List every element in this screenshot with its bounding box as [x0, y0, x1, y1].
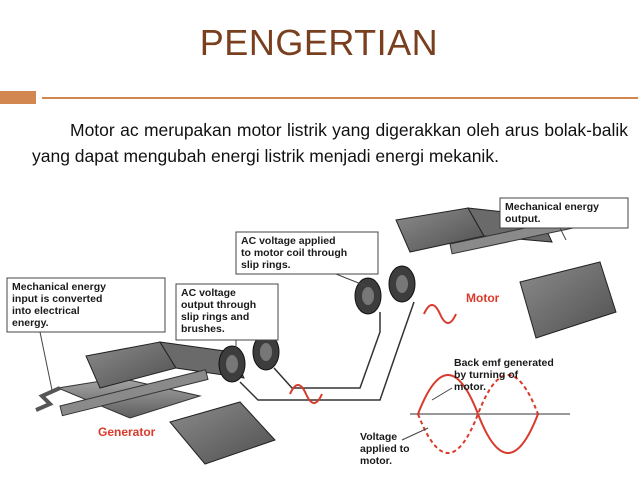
- svg-text:Mechanical energy: Mechanical energy: [12, 281, 106, 293]
- svg-text:input is converted: input is converted: [12, 293, 102, 305]
- back-emf-text-2: by turning of: [454, 369, 519, 381]
- callout-ac-output: AC voltage output through slip rings and…: [175, 283, 279, 350]
- accent-block: [0, 91, 36, 104]
- waveform-graph: [410, 374, 570, 454]
- svg-text:output through: output through: [181, 299, 256, 311]
- back-emf-text-1: Back emf generated: [454, 357, 554, 369]
- generator-ac-wave: [289, 384, 323, 404]
- svg-text:slip rings and: slip rings and: [181, 311, 249, 323]
- voltage-text-3: motor.: [360, 455, 392, 467]
- svg-text:to motor coil through: to motor coil through: [241, 247, 347, 259]
- slide-title: PENGERTIAN: [199, 22, 439, 63]
- svg-text:slip rings.: slip rings.: [241, 259, 291, 271]
- back-emf-text-3: motor.: [454, 381, 486, 393]
- generator-motor-diagram: Generator Motor Mechanical energy input …: [6, 197, 629, 467]
- svg-text:energy.: energy.: [12, 317, 49, 329]
- generator-label: Generator: [98, 425, 156, 439]
- motor-ac-wave: [423, 304, 457, 324]
- connecting-wires: [239, 301, 415, 401]
- callout-mech-input: Mechanical energy input is converted int…: [6, 277, 166, 391]
- callout-mech-output: Mechanical energy output.: [499, 197, 629, 241]
- svg-text:AC voltage: AC voltage: [181, 287, 236, 299]
- motor-label: Motor: [466, 291, 500, 305]
- voltage-text-2: applied to: [360, 443, 410, 455]
- generator-assembly: [35, 333, 280, 465]
- svg-text:AC voltage applied: AC voltage applied: [241, 235, 336, 247]
- svg-text:into electrical: into electrical: [12, 305, 80, 317]
- svg-text:Mechanical energy: Mechanical energy: [505, 201, 599, 213]
- callout-ac-applied: AC voltage applied to motor coil through…: [235, 231, 379, 287]
- svg-text:output.: output.: [505, 213, 541, 225]
- accent-line: [42, 97, 638, 99]
- definition-paragraph: Motor ac merupakan motor listrik yang di…: [32, 120, 628, 166]
- svg-text:brushes.: brushes.: [181, 323, 225, 335]
- voltage-text-1: Voltage: [360, 431, 397, 443]
